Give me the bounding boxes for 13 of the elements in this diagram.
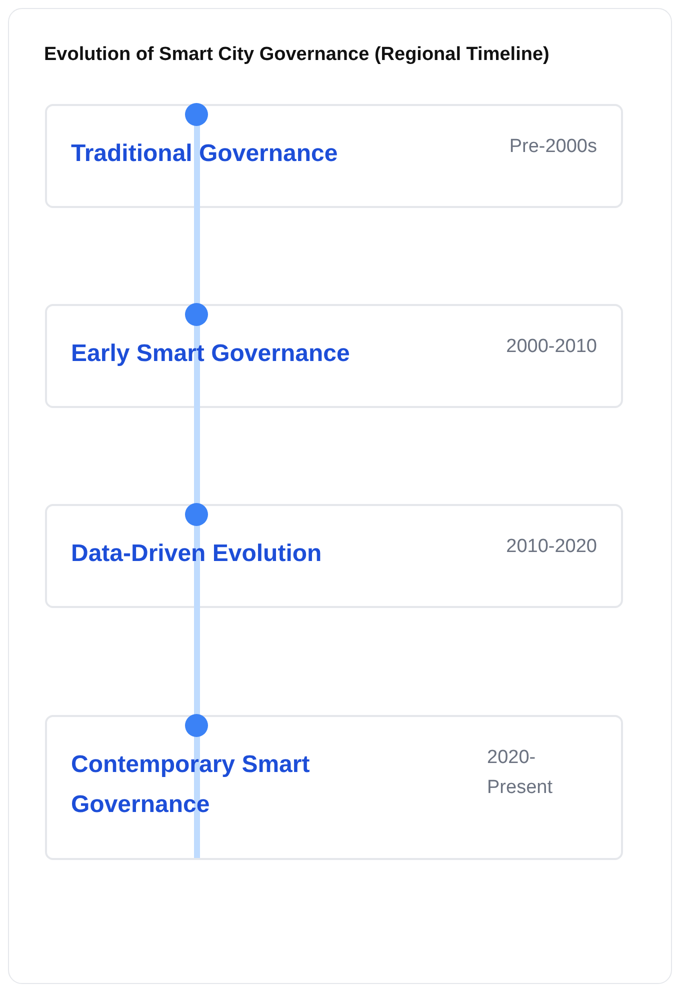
date-label: 2020-Present xyxy=(487,746,554,800)
event-title: Data-Driven Evolution xyxy=(71,539,322,569)
timeline-card xyxy=(45,104,623,208)
timeline-card xyxy=(45,715,623,860)
event-title: Contemporary Smart Governance xyxy=(71,750,311,820)
date-label: 2000-2010 xyxy=(506,335,597,359)
event-title: Traditional Governance xyxy=(71,139,338,169)
event-title: Early Smart Governance xyxy=(71,339,350,369)
chart-title: Evolution of Smart City Governance (Regional Timeline) xyxy=(44,44,550,66)
date-label: Pre-2000s xyxy=(509,135,597,159)
timeline-card xyxy=(45,504,623,608)
timeline-card xyxy=(45,304,623,408)
date-label: 2010-2020 xyxy=(506,535,597,559)
